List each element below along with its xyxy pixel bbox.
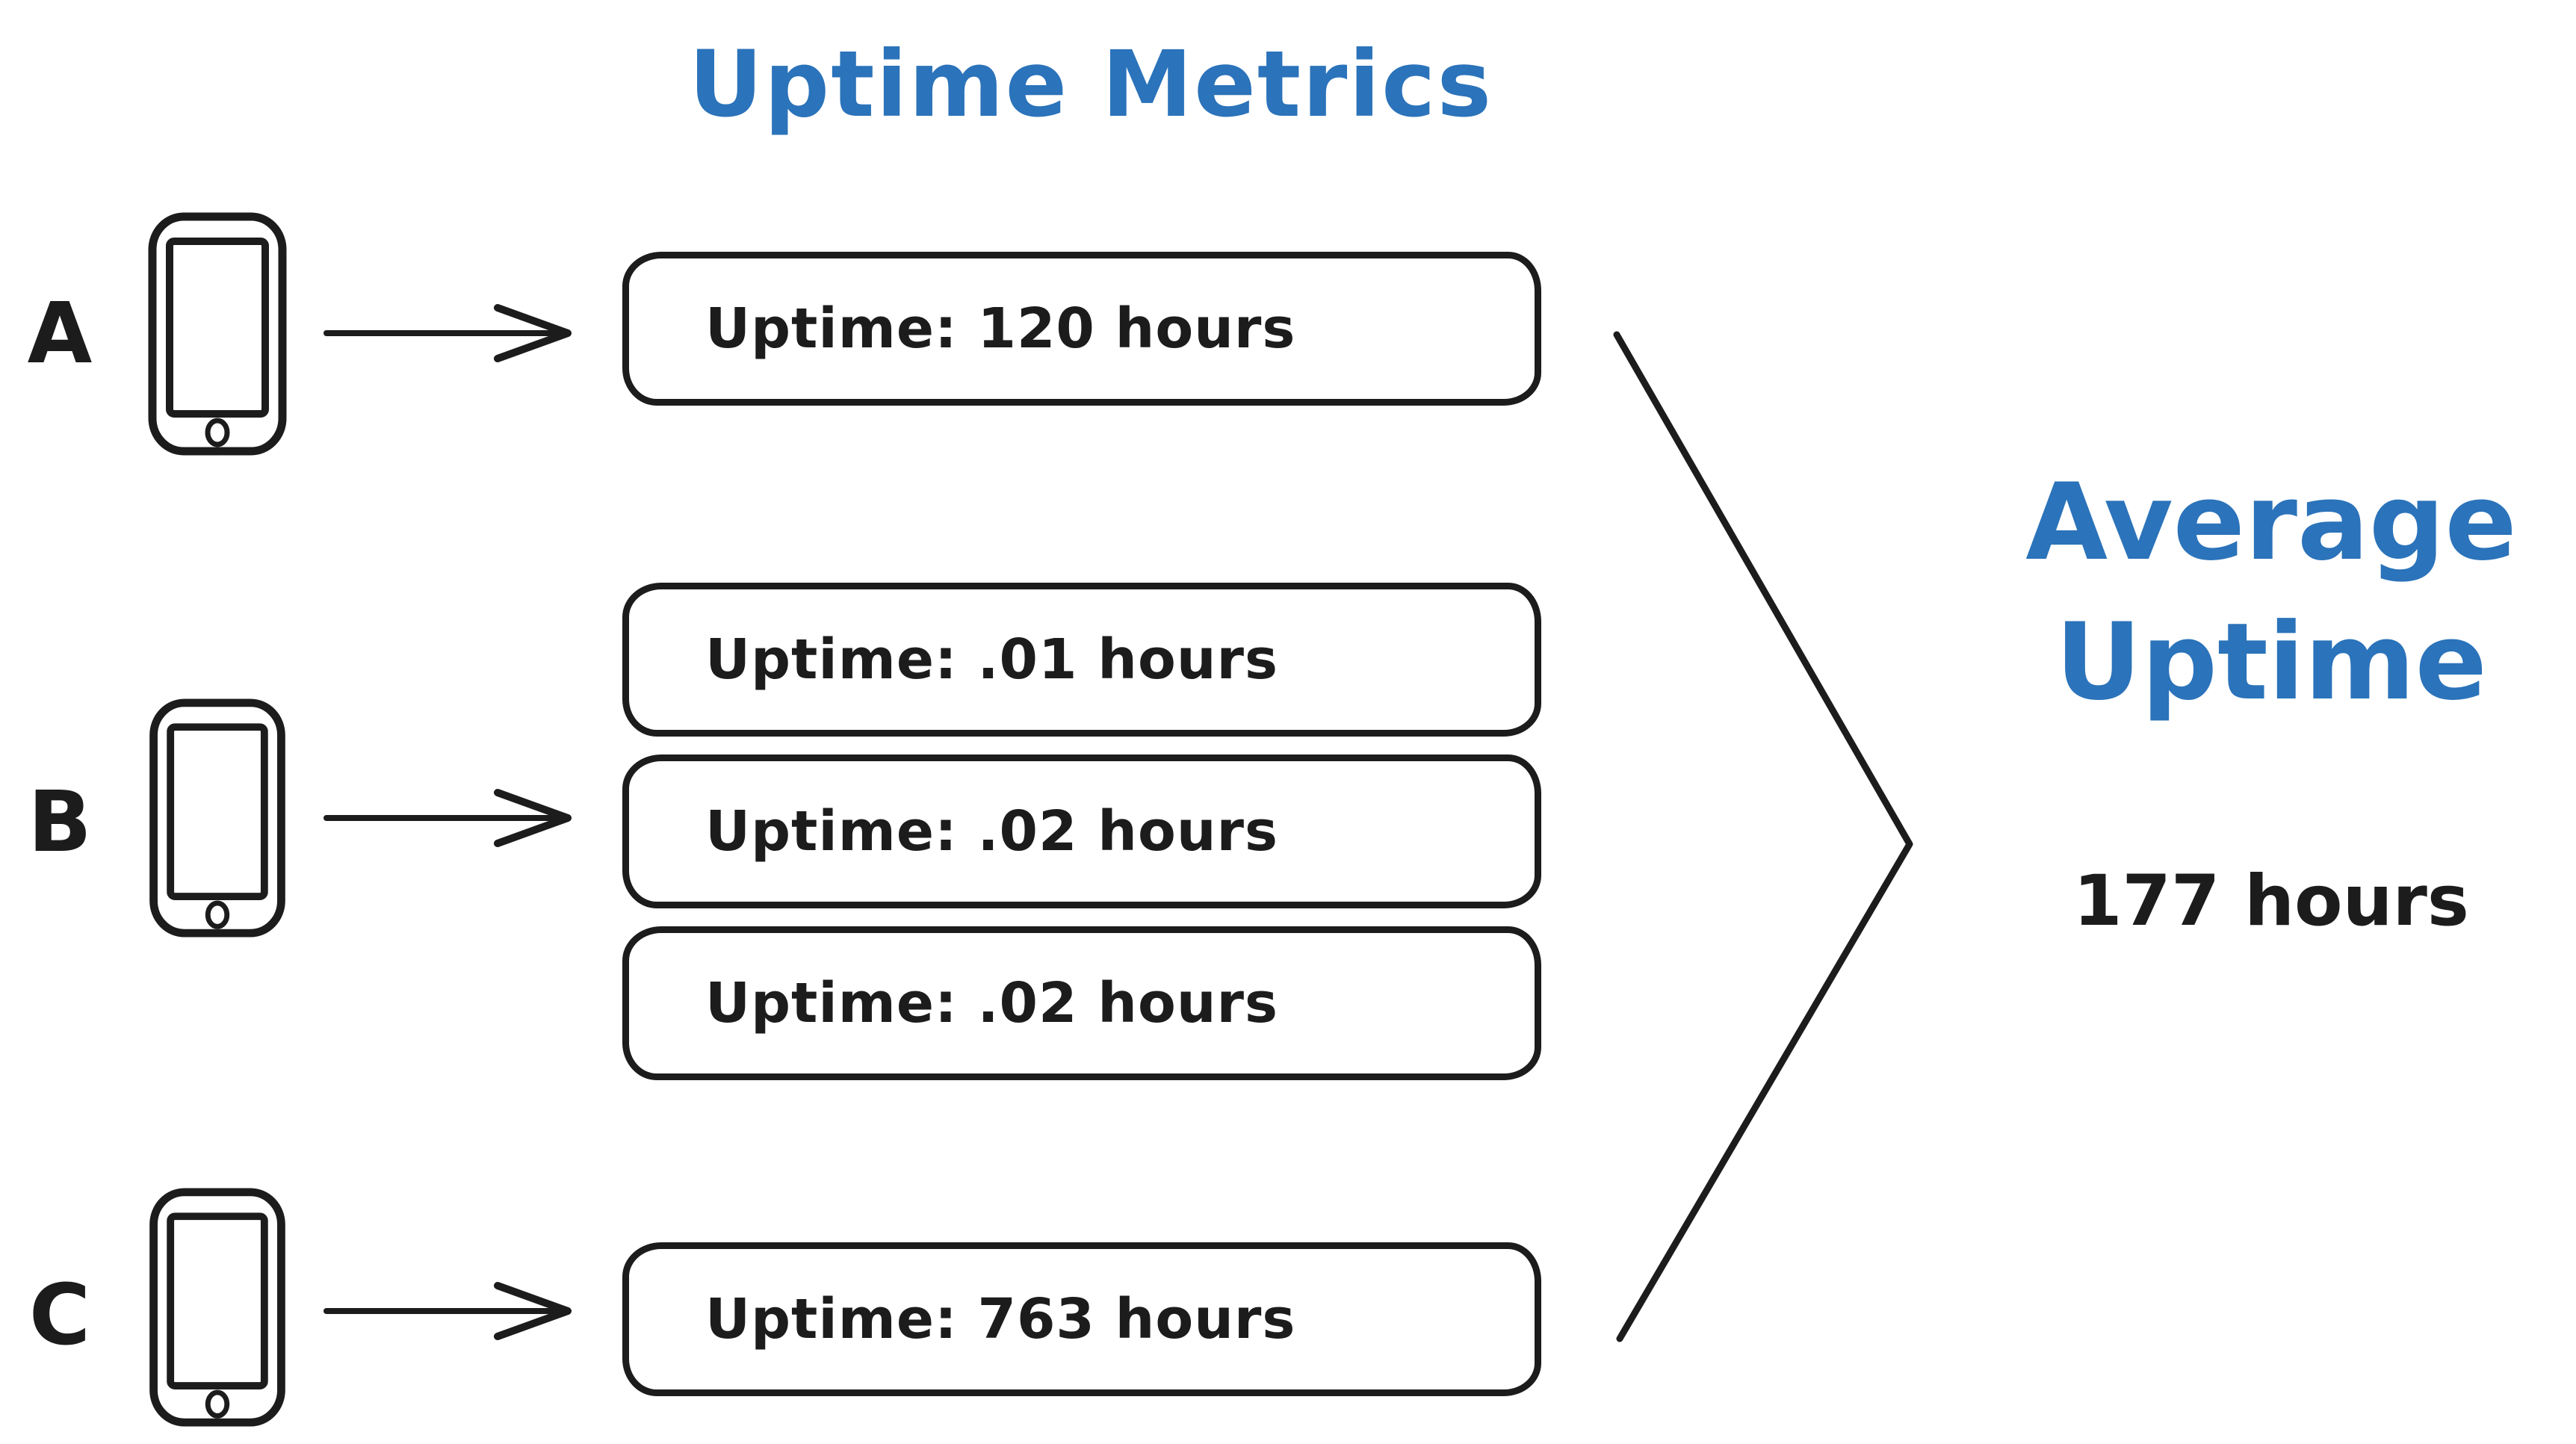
smartphone-icon <box>149 698 285 938</box>
arrow-right-icon <box>323 1282 572 1340</box>
metric-box-c: Uptime: 763 hours <box>622 1242 1541 1396</box>
metric-text: Uptime: .02 hours <box>705 971 1279 1035</box>
metric-box-b1: Uptime: .01 hours <box>622 583 1541 737</box>
page-title: Uptime Metrics <box>688 31 1493 137</box>
arrow-right-icon <box>323 304 572 362</box>
metric-box-b3: Uptime: .02 hours <box>622 926 1541 1080</box>
average-uptime-value: 177 hours <box>2073 861 2469 942</box>
smartphone-icon <box>149 1188 285 1427</box>
smartphone-icon <box>148 212 287 456</box>
average-uptime-title: Average Uptime <box>2025 461 2517 725</box>
device-label-c: C <box>28 1267 91 1364</box>
metric-text: Uptime: .02 hours <box>705 799 1279 864</box>
device-label-b: B <box>28 774 92 871</box>
metric-box-b2: Uptime: .02 hours <box>622 754 1541 908</box>
arrow-right-icon <box>323 789 572 847</box>
metric-text: Uptime: 120 hours <box>705 297 1296 361</box>
device-label-a: A <box>27 285 93 382</box>
merge-chevron-icon <box>1613 331 1913 1342</box>
metric-text: Uptime: 763 hours <box>705 1287 1296 1351</box>
metric-text: Uptime: .01 hours <box>705 628 1279 692</box>
metric-box-a: Uptime: 120 hours <box>622 252 1541 406</box>
